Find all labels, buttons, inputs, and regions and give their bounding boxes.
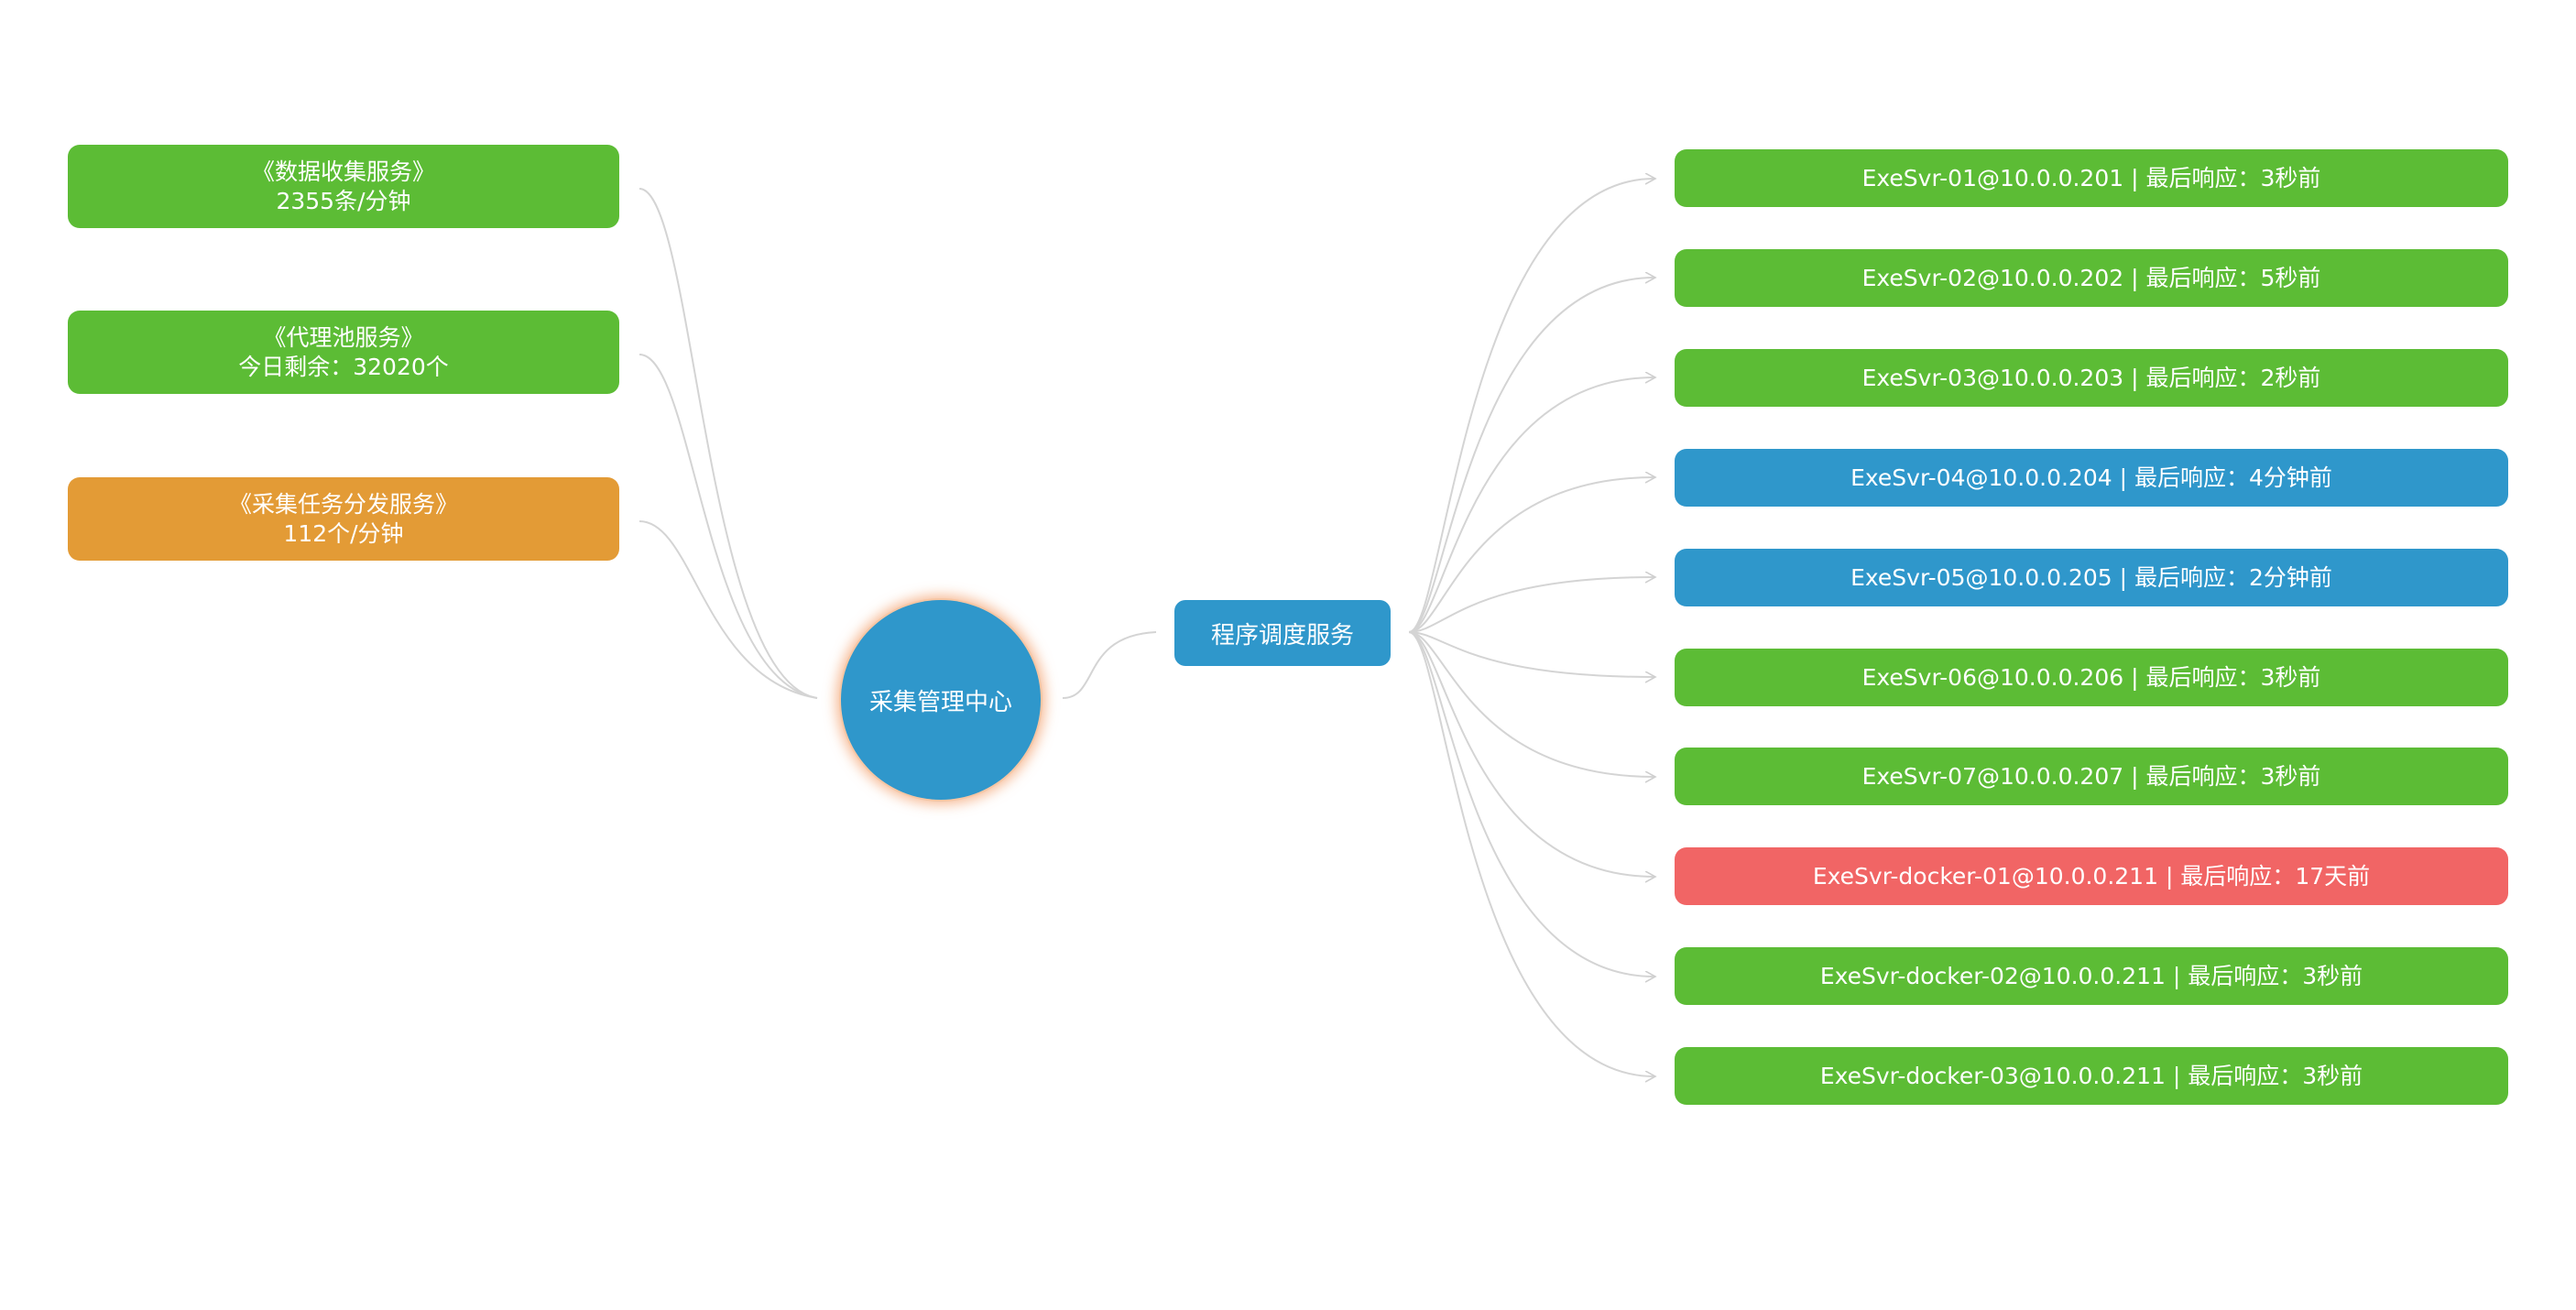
dispatch-service-node[interactable]: 程序调度服务 xyxy=(1174,600,1391,666)
server-status-label: ExeSvr-docker-02@10.0.0.211 | 最后响应：3秒前 xyxy=(1819,962,2363,989)
central-node-label: 采集管理中心 xyxy=(868,688,1012,716)
upstream-service-node[interactable]: 《数据收集服务》2355条/分钟 xyxy=(68,145,619,228)
dispatch-to-server-link xyxy=(1408,631,1654,1076)
service-metric: 今日剩余：32020个 xyxy=(238,353,449,380)
upstream-service-node[interactable]: 《代理池服务》今日剩余：32020个 xyxy=(68,311,619,394)
dispatch-to-server-link xyxy=(1408,631,1654,677)
server-status-label: ExeSvr-06@10.0.0.206 | 最后响应：3秒前 xyxy=(1861,663,2321,691)
upstream-link xyxy=(639,188,818,699)
server-status-label: ExeSvr-docker-01@10.0.0.211 | 最后响应：17天前 xyxy=(1812,862,2371,890)
service-metric: 2355条/分钟 xyxy=(276,187,411,214)
dispatch-to-server-link xyxy=(1408,631,1654,877)
service-title: 《数据收集服务》 xyxy=(251,158,435,185)
central-node-collection-center[interactable]: 采集管理中心 xyxy=(841,600,1041,800)
executor-server-node[interactable]: ExeSvr-docker-01@10.0.0.211 | 最后响应：17天前 xyxy=(1675,847,2508,905)
dispatch-to-server-link xyxy=(1408,477,1654,633)
executor-server-node[interactable]: ExeSvr-04@10.0.0.204 | 最后响应：4分钟前 xyxy=(1675,449,2508,507)
server-status-label: ExeSvr-01@10.0.0.201 | 最后响应：3秒前 xyxy=(1861,164,2321,191)
executor-server-node[interactable]: ExeSvr-06@10.0.0.206 | 最后响应：3秒前 xyxy=(1675,649,2508,706)
dispatch-to-server-link xyxy=(1408,631,1654,977)
upstream-link xyxy=(639,520,818,699)
center-to-dispatch-link xyxy=(1062,631,1157,699)
executor-server-node[interactable]: ExeSvr-docker-02@10.0.0.211 | 最后响应：3秒前 xyxy=(1675,947,2508,1005)
executor-server-node[interactable]: ExeSvr-01@10.0.0.201 | 最后响应：3秒前 xyxy=(1675,149,2508,207)
server-status-label: ExeSvr-docker-03@10.0.0.211 | 最后响应：3秒前 xyxy=(1819,1062,2363,1089)
executor-server-node[interactable]: ExeSvr-03@10.0.0.203 | 最后响应：2秒前 xyxy=(1675,349,2508,407)
upstream-service-node[interactable]: 《采集任务分发服务》112个/分钟 xyxy=(68,477,619,561)
server-status-label: ExeSvr-07@10.0.0.207 | 最后响应：3秒前 xyxy=(1861,762,2321,790)
dispatch-to-server-link xyxy=(1408,577,1654,633)
server-status-label: ExeSvr-04@10.0.0.204 | 最后响应：4分钟前 xyxy=(1850,464,2332,491)
dispatch-to-server-link xyxy=(1408,377,1654,633)
executor-server-node[interactable]: ExeSvr-docker-03@10.0.0.211 | 最后响应：3秒前 xyxy=(1675,1047,2508,1105)
executor-server-node[interactable]: ExeSvr-07@10.0.0.207 | 最后响应：3秒前 xyxy=(1675,748,2508,805)
server-status-label: ExeSvr-05@10.0.0.205 | 最后响应：2分钟前 xyxy=(1850,563,2332,591)
dispatch-to-server-link xyxy=(1408,631,1654,777)
server-status-label: ExeSvr-02@10.0.0.202 | 最后响应：5秒前 xyxy=(1861,264,2321,291)
service-metric: 112个/分钟 xyxy=(283,519,404,547)
executor-server-node[interactable]: ExeSvr-02@10.0.0.202 | 最后响应：5秒前 xyxy=(1675,249,2508,307)
dispatch-service-label: 程序调度服务 xyxy=(1210,621,1354,650)
dispatch-to-server-link xyxy=(1408,179,1654,633)
executor-server-node[interactable]: ExeSvr-05@10.0.0.205 | 最后响应：2分钟前 xyxy=(1675,549,2508,606)
upstream-link xyxy=(639,354,818,699)
service-title: 《采集任务分发服务》 xyxy=(228,490,458,518)
dispatch-to-server-link xyxy=(1408,278,1654,633)
service-title: 《代理池服务》 xyxy=(263,323,424,351)
server-status-label: ExeSvr-03@10.0.0.203 | 最后响应：2秒前 xyxy=(1861,364,2321,391)
